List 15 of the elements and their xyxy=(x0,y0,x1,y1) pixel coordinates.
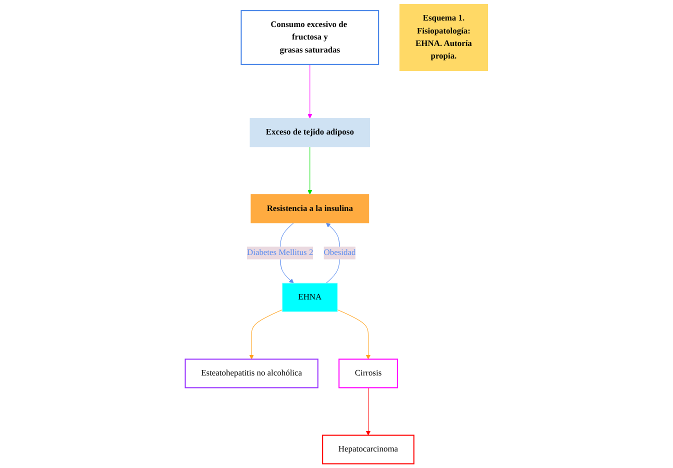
edge-label: Diabetes Mellitus 2 xyxy=(246,248,314,258)
arrow xyxy=(308,64,312,119)
node-box: Consumo excesivo de fructosa y grasas saturadas xyxy=(240,10,380,65)
arrow xyxy=(308,146,312,195)
node-box: Cirrosis xyxy=(338,358,398,388)
node-box: Exceso de tejido adiposo xyxy=(250,118,370,148)
node-box: Resistencia a la insulina xyxy=(250,194,370,224)
arrow xyxy=(366,387,371,436)
node-box: EHNA xyxy=(282,282,338,312)
arrow xyxy=(337,309,371,360)
node-box: Esquema 1. Fisiopatología: EHNA. Autoría propia. xyxy=(399,4,488,72)
arrow xyxy=(249,309,283,360)
node-box: Hepatocarcinoma xyxy=(322,434,414,464)
node-box: Esteatohepatitis no alcohólica xyxy=(184,358,318,388)
edge-label: Obesidad xyxy=(324,248,356,258)
